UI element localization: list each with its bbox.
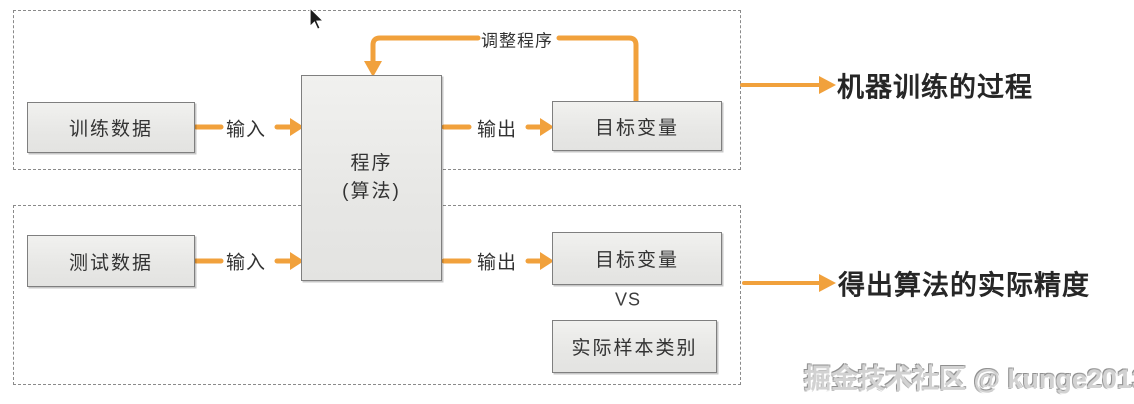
target-variable-box-training: 目标变量 xyxy=(552,101,722,151)
target-variable-label-testing: 目标变量 xyxy=(594,250,679,271)
training-annotation-arrow xyxy=(740,76,836,94)
program-label: 程序 (算法) xyxy=(342,152,401,203)
watermark-text: 掘金技术社区 @ kunge2013 xyxy=(804,364,1134,394)
input-label-training: 输入 xyxy=(225,119,267,141)
actual-sample-box: 实际样本类别 xyxy=(552,320,717,373)
vs-label: VS xyxy=(614,289,642,310)
test-data-label: 测试数据 xyxy=(68,252,153,274)
accuracy-annotation: 得出算法的实际精度 xyxy=(838,270,1090,301)
program-box: 程序 (算法) xyxy=(301,75,442,281)
test-data-box: 测试数据 xyxy=(27,235,195,287)
target-variable-box-testing: 目标变量 xyxy=(552,232,722,285)
training-process-annotation: 机器训练的过程 xyxy=(837,72,1033,103)
output-label-testing: 输出 xyxy=(476,252,518,274)
output-label-training: 输出 xyxy=(476,119,518,141)
input-label-testing: 输入 xyxy=(225,252,267,274)
target-variable-label-training: 目标变量 xyxy=(594,117,679,139)
actual-sample-label: 实际样本类别 xyxy=(571,338,698,359)
adjust-program-label: 调整程序 xyxy=(481,31,553,51)
cursor-icon xyxy=(309,7,325,31)
training-data-box: 训练数据 xyxy=(27,102,195,153)
training-data-label: 训练数据 xyxy=(68,119,153,140)
accuracy-annotation-arrow xyxy=(742,274,836,292)
